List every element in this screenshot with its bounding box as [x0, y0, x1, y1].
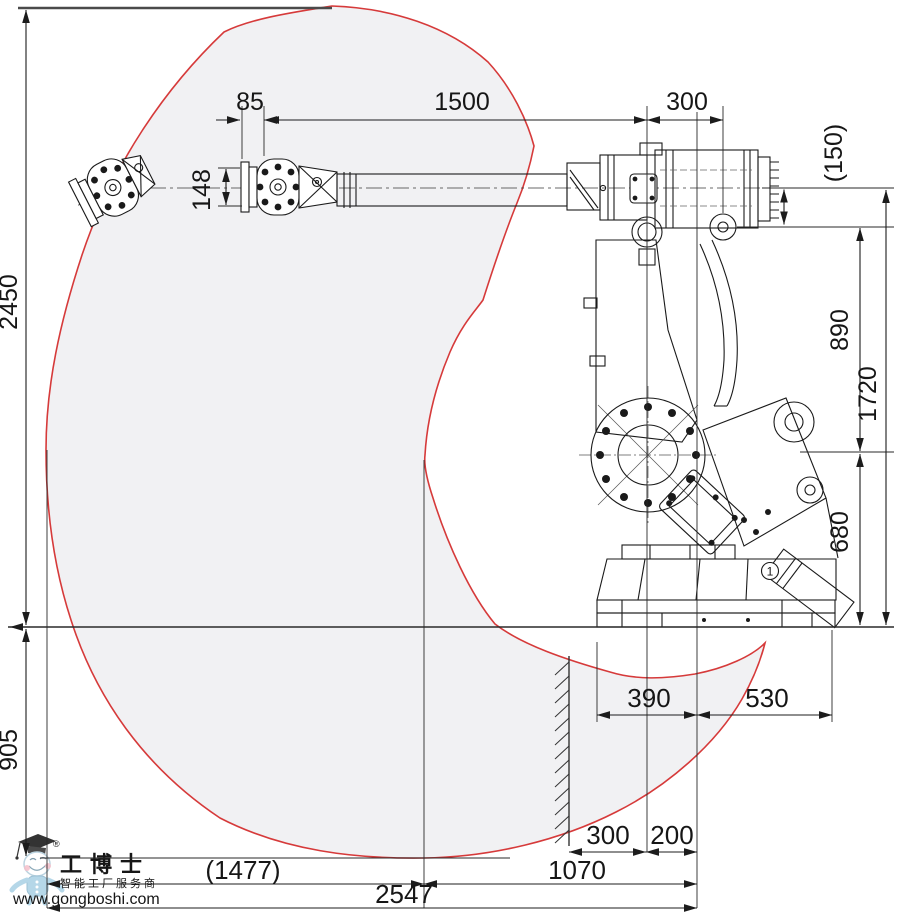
- dim-1500: 1500: [434, 88, 490, 116]
- dimension-labels: 85 1500 300 (150) 890 1720 680 2450 905 …: [0, 88, 882, 909]
- dim-300-top: 300: [666, 88, 708, 116]
- dim-905: 905: [0, 729, 23, 771]
- dim-890: 890: [826, 309, 854, 351]
- dimension-lines: [9, 9, 894, 912]
- dim-200: 200: [650, 820, 693, 850]
- dim-1477: (1477): [205, 855, 280, 885]
- dim-530: 530: [745, 683, 788, 713]
- wrist-rotated: [67, 154, 156, 228]
- dim-1070: 1070: [548, 855, 606, 885]
- callout-1-number: 1: [767, 565, 774, 579]
- motor-cylinder: [654, 149, 779, 229]
- dim-2547: 2547: [375, 879, 433, 909]
- dim-2450: 2450: [0, 274, 23, 330]
- mounting-wall: [554, 656, 570, 846]
- callout-1: 1: [760, 561, 780, 581]
- dim-150: (150): [820, 124, 848, 182]
- axis2-disc: [579, 386, 717, 524]
- work-envelope: [45, 5, 767, 859]
- axis2-motor-box: [659, 469, 745, 555]
- work-envelope-fill: [45, 5, 767, 859]
- watermark-tagline: 智能工厂服务商: [60, 876, 158, 890]
- dim-300-bottom: 300: [586, 820, 629, 850]
- dim-1720: 1720: [854, 366, 882, 422]
- axis3-pivot: [709, 213, 737, 241]
- dim-148: 148: [188, 169, 216, 211]
- rocker-linkage: [702, 397, 839, 559]
- link-rod: [699, 239, 738, 407]
- watermark-registered: ®: [53, 839, 60, 849]
- dim-680: 680: [826, 511, 854, 553]
- dim-85: 85: [236, 88, 264, 116]
- wrist-main: [240, 158, 338, 216]
- dim-390: 390: [627, 683, 670, 713]
- watermark-url: www.gongboshi.com: [12, 891, 160, 908]
- watermark-brand: 工博士: [60, 852, 150, 877]
